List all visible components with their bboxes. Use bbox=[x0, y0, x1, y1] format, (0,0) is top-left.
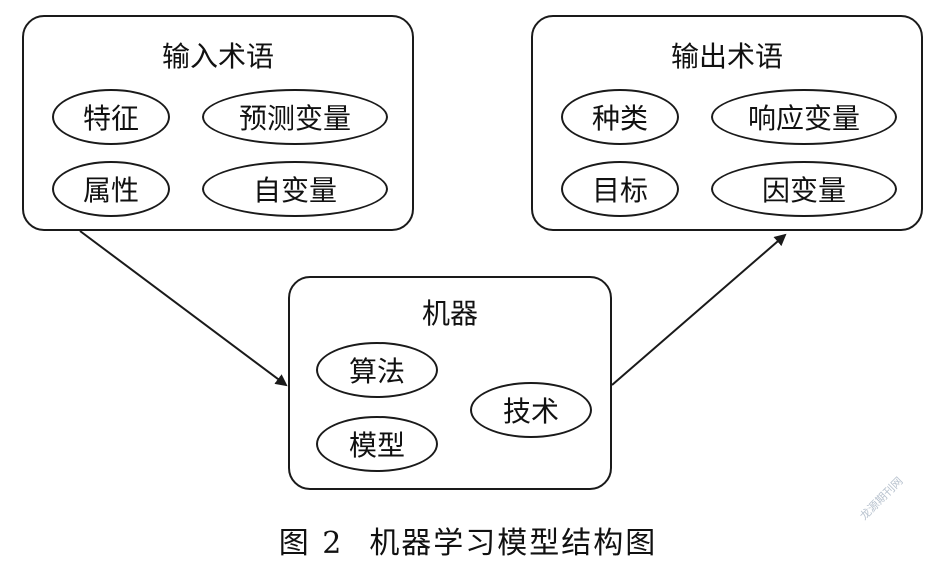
term-oval: 自变量 bbox=[202, 161, 388, 217]
output-terms-title: 输出术语 bbox=[670, 40, 783, 73]
output-terms-box: 输出术语 种类 响应变量 目标 因变量 bbox=[531, 15, 923, 231]
term-oval: 算法 bbox=[316, 342, 438, 398]
figure-number: 图 2 bbox=[278, 526, 344, 561]
term-oval: 模型 bbox=[316, 416, 438, 472]
term-oval: 响应变量 bbox=[711, 89, 897, 145]
term-oval: 特征 bbox=[52, 89, 170, 145]
term-oval: 因变量 bbox=[711, 161, 897, 217]
term-oval: 种类 bbox=[561, 89, 679, 145]
machine-box: 机器 算法 模型 技术 bbox=[288, 276, 612, 490]
term-oval: 目标 bbox=[561, 161, 679, 217]
figure-caption: 图 2 机器学习模型结构图 bbox=[0, 518, 936, 562]
term-oval: 属性 bbox=[52, 161, 170, 217]
arrow-machine-to-output bbox=[611, 233, 787, 386]
arrow-input-to-machine bbox=[79, 230, 288, 387]
machine-title: 机器 bbox=[421, 297, 478, 330]
term-oval: 预测变量 bbox=[202, 89, 388, 145]
input-terms-box: 输入术语 特征 预测变量 属性 自变量 bbox=[22, 15, 414, 231]
term-oval: 技术 bbox=[470, 382, 592, 438]
figure-title: 机器学习模型结构图 bbox=[369, 526, 658, 561]
input-terms-title: 输入术语 bbox=[161, 40, 274, 73]
